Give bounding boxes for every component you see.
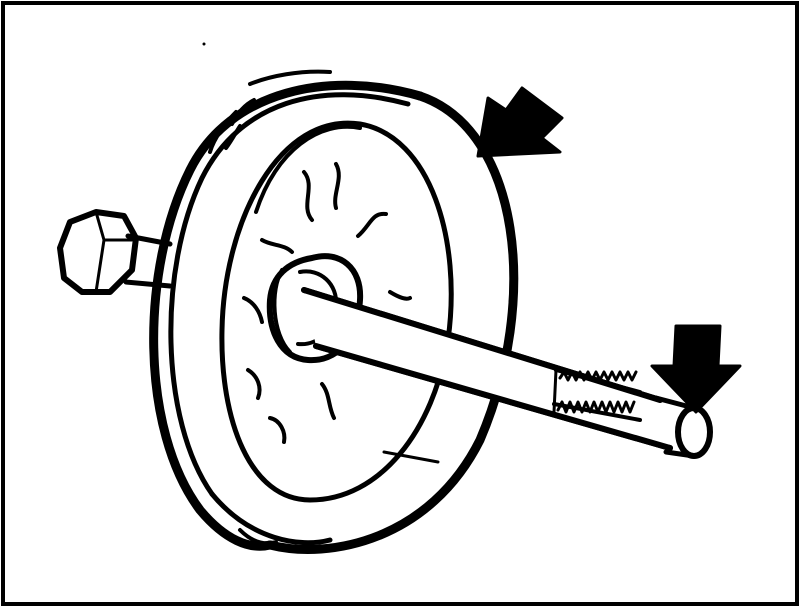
stray-mark bbox=[202, 42, 206, 46]
drum-face bbox=[219, 120, 454, 503]
rotation-arrow bbox=[476, 86, 564, 158]
drum-ribs bbox=[242, 162, 412, 444]
down-arrow-icon bbox=[650, 324, 742, 414]
thread bbox=[552, 368, 642, 422]
